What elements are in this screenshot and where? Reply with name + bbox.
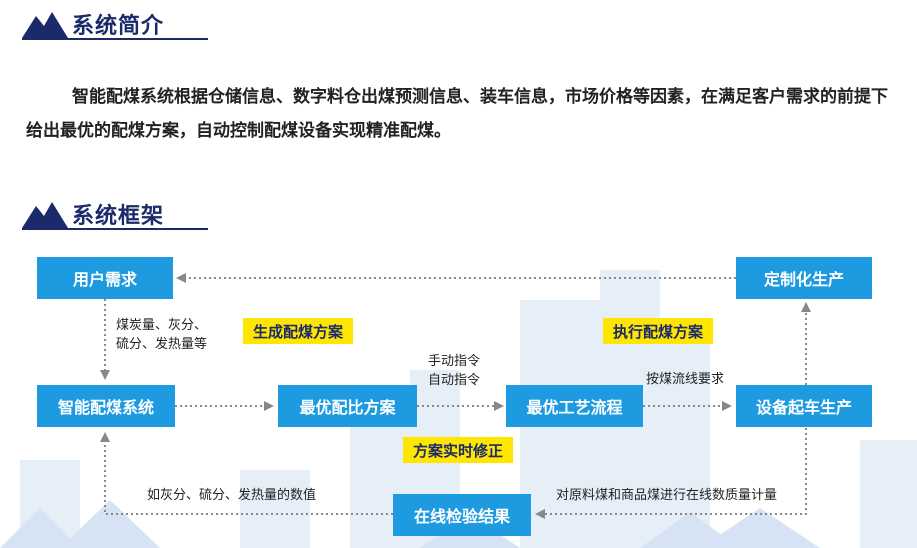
section-underline bbox=[22, 228, 208, 230]
section-underline bbox=[22, 38, 208, 40]
node-user-demand: 用户需求 bbox=[37, 257, 173, 299]
tag-realtime-fix: 方案实时修正 bbox=[403, 437, 514, 463]
section-title-text: 系统简介 bbox=[72, 14, 165, 39]
section-title-text: 系统框架 bbox=[72, 204, 165, 229]
label-coal-params-1: 煤炭量、灰分、 bbox=[116, 318, 208, 333]
label-by-flow: 按煤流线要求 bbox=[646, 372, 725, 387]
node-smart-system: 智能配煤系统 bbox=[37, 385, 175, 427]
node-custom-production: 定制化生产 bbox=[736, 257, 872, 299]
tag-execute-plan: 执行配煤方案 bbox=[603, 318, 714, 344]
label-auto-cmd: 自动指令 bbox=[428, 373, 481, 388]
label-online-measure: 对原料煤和商品煤进行在线数质量计量 bbox=[556, 488, 778, 503]
node-optimal-process: 最优工艺流程 bbox=[506, 385, 643, 427]
tag-generate-plan: 生成配煤方案 bbox=[243, 318, 354, 344]
label-manual-cmd: 手动指令 bbox=[428, 354, 481, 369]
node-online-result: 在线检验结果 bbox=[393, 494, 531, 536]
mountain-icon bbox=[22, 202, 68, 228]
node-equipment-start: 设备起车生产 bbox=[736, 385, 872, 427]
label-coal-params-2: 硫分、发热量等 bbox=[116, 337, 208, 352]
mountain-icon bbox=[22, 12, 68, 38]
label-values: 如灰分、硫分、发热量的数值 bbox=[147, 488, 317, 503]
intro-paragraph: 智能配煤系统根据仓储信息、数字料仓出煤预测信息、装车信息，市场价格等因素，在满足… bbox=[26, 87, 888, 141]
node-optimal-ratio: 最优配比方案 bbox=[278, 385, 417, 427]
